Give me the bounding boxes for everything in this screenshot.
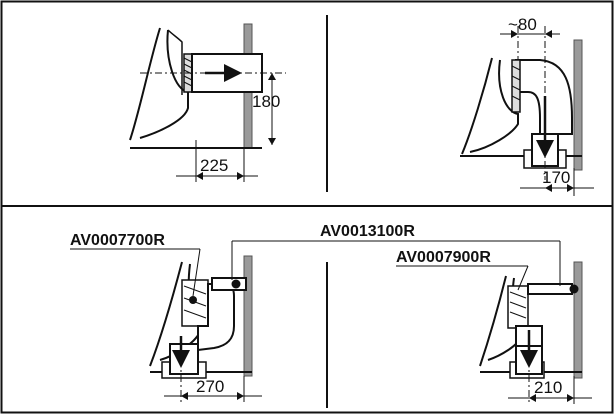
part-code-av0007900r: AV0007900R — [396, 249, 491, 266]
panel-top-left: 180 225 — [129, 23, 286, 182]
leader-line — [192, 248, 201, 297]
toilet-bowl-outline — [469, 59, 519, 153]
dim-label-225: 225 — [200, 156, 228, 175]
panel-top-right: ~80 170 — [460, 15, 594, 196]
part-labels: AV0007700R AV0013100R AV0007900R — [70, 223, 561, 297]
wall — [573, 261, 583, 379]
toilet-front-outline — [479, 275, 507, 367]
dim-label-170: 170 — [542, 168, 570, 187]
dim-label-180: 180 — [252, 92, 280, 111]
part-code-av0007700r: AV0007700R — [70, 232, 165, 249]
connector-pipe — [211, 277, 247, 291]
panel-bottom-right: 210 — [479, 261, 592, 404]
dim-label-80: ~80 — [508, 15, 537, 34]
part-code-av0013100r: AV0013100R — [320, 223, 415, 240]
wall — [243, 255, 253, 377]
connector-pipe — [527, 283, 573, 295]
toilet-front-outline — [461, 57, 493, 155]
fixing-point — [569, 284, 579, 294]
toilet-front-outline — [149, 261, 183, 367]
fixing-point — [189, 296, 197, 304]
outlet-collar — [181, 279, 209, 327]
dim-label-270: 270 — [196, 377, 224, 396]
outlet-collar — [511, 59, 521, 113]
flow-arrow-icon — [172, 350, 190, 368]
leader-line — [517, 265, 529, 291]
toilet-front-outline — [129, 27, 161, 141]
wall — [573, 39, 583, 171]
toilet-bowl-outline — [139, 29, 189, 139]
flow-arrow-icon — [520, 350, 538, 368]
dim-label-210: 210 — [534, 378, 562, 397]
panel-bottom-left: 270 — [149, 255, 262, 402]
fixing-point — [231, 279, 241, 289]
toilet-back-outline — [167, 29, 183, 95]
